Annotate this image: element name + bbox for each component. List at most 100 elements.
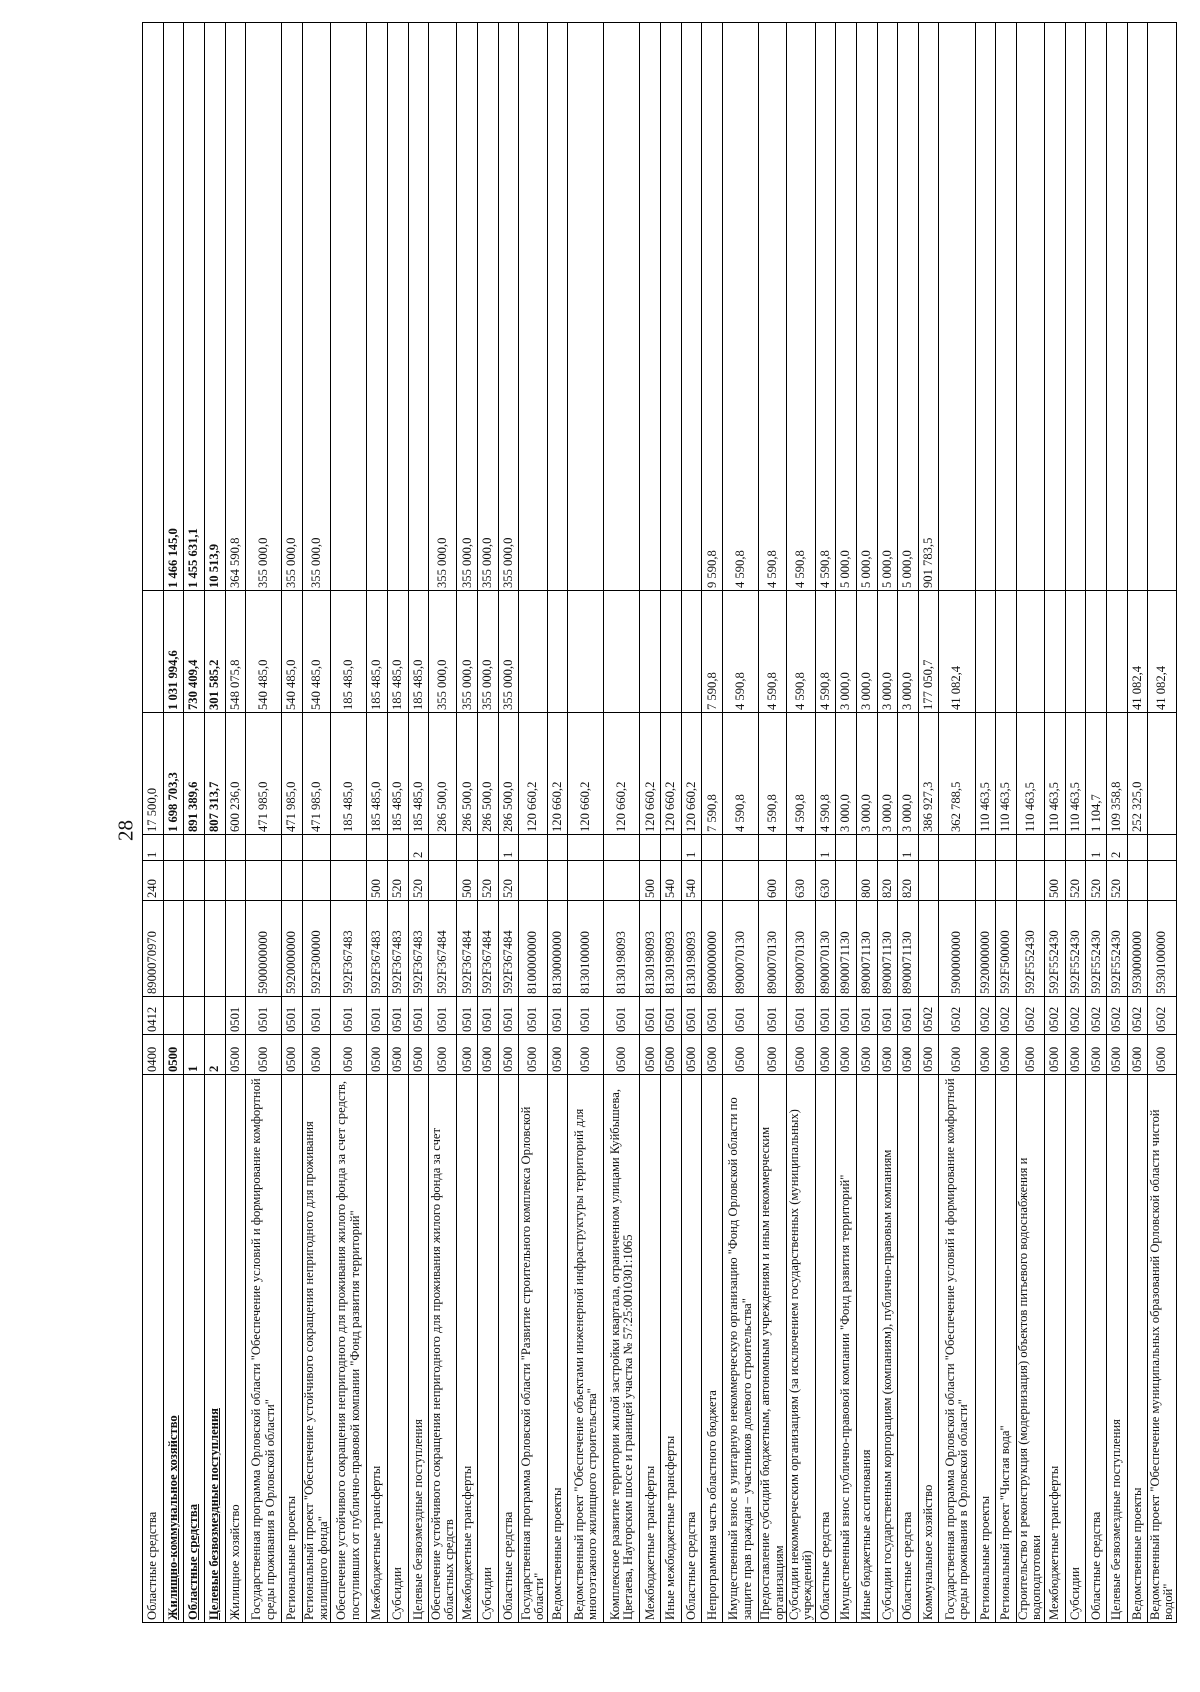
expense-type-code [835, 860, 857, 901]
section-code: 0500 [1127, 1034, 1148, 1075]
amount-year-3: 5 000,0 [897, 22, 919, 591]
funding-source-code [245, 834, 282, 861]
funding-source-code [1065, 834, 1086, 861]
subsection-code: 0502 [1016, 996, 1045, 1035]
expense-type-code: 800 [856, 860, 878, 901]
funding-source-code [856, 834, 878, 861]
subsection-code: 0501 [330, 996, 367, 1035]
section-code: 0500 [1065, 1034, 1086, 1075]
section-code: 0500 [547, 1034, 568, 1075]
subsection-code: 0501 [722, 996, 759, 1035]
amount-year-1: 7 590,8 [701, 712, 723, 835]
funding-source-code: 1 [681, 834, 702, 861]
subsection-code: 0501 [701, 996, 723, 1035]
funding-source-code [1147, 834, 1177, 861]
amount-year-2: 185 485,0 [387, 590, 409, 713]
amount-year-1: 110 463,5 [975, 712, 996, 835]
expense-type-code: 520 [408, 860, 429, 901]
section-code: 0500 [366, 1034, 388, 1075]
target-article-code: 592F367483 [330, 900, 367, 997]
table-row: Ведомственный проект "Обеспечение муници… [1147, 22, 1177, 1623]
amount-year-1: 120 660,2 [639, 712, 661, 835]
section-code: 0500 [302, 1034, 331, 1075]
funding-source-code [204, 834, 225, 861]
row-name: Имущественный взнос публично-правовой ко… [835, 1074, 857, 1623]
amount-year-1: 386 927,3 [918, 712, 939, 835]
funding-source-code: 1 [815, 834, 836, 861]
subsection-code: 0502 [1044, 996, 1066, 1035]
amount-year-2: 730 409,4 [183, 590, 205, 713]
section-code: 0500 [603, 1034, 640, 1075]
amount-year-1: 4 590,8 [815, 712, 836, 835]
row-name: Региональные проекты [281, 1074, 303, 1623]
amount-year-2 [547, 590, 568, 713]
row-name: Ведомственный проект "Обеспечение муници… [1147, 1074, 1177, 1623]
amount-year-1: 120 660,2 [603, 712, 640, 835]
section-code: 0500 [701, 1034, 723, 1075]
amount-year-3 [518, 22, 548, 591]
row-name: Жилищное хозяйство [225, 1074, 246, 1623]
section-code: 0500 [897, 1034, 919, 1075]
amount-year-1: 17 500,0 [142, 712, 164, 835]
expense-type-code: 600 [758, 860, 787, 901]
amount-year-2: 185 485,0 [408, 590, 429, 713]
subsection-code: 0501 [428, 996, 457, 1035]
amount-year-2 [681, 590, 702, 713]
funding-source-code [835, 834, 857, 861]
amount-year-1: 4 590,8 [758, 712, 787, 835]
amount-year-1: 4 590,8 [786, 712, 816, 835]
target-article-code: 5930100000 [1147, 900, 1177, 997]
subsection-code: 0502 [975, 996, 996, 1035]
row-name: Строительство и реконструкция (модерниза… [1016, 1074, 1045, 1623]
section-code: 0500 [518, 1034, 548, 1075]
amount-year-3 [681, 22, 702, 591]
amount-year-1: 1 698 703,3 [163, 712, 184, 835]
subsection-code: 0502 [995, 996, 1017, 1035]
expense-type-code: 520 [387, 860, 409, 901]
subsection-code: 0412 [142, 996, 164, 1035]
amount-year-3 [1106, 22, 1128, 591]
table-row: Предоставление субсидий бюджетным, автон… [758, 22, 787, 1623]
funding-source-code [722, 834, 759, 861]
row-name: Иные бюджетные ассигнования [856, 1074, 878, 1623]
subsection-code [183, 996, 205, 1035]
subsection-code: 0501 [547, 996, 568, 1035]
row-name: Государственная программа Орловской обла… [518, 1074, 548, 1623]
row-name: Государственная программа Орловской обла… [938, 1074, 976, 1623]
amount-year-3: 355 000,0 [245, 22, 282, 591]
expense-type-code [281, 860, 303, 901]
subsection-code: 0501 [897, 996, 919, 1035]
amount-year-2 [660, 590, 682, 713]
row-name: Коммунальное хозяйство [918, 1074, 939, 1623]
amount-year-3 [330, 22, 367, 591]
target-article-code: 5920000000 [281, 900, 303, 997]
target-article-code: 592F500000 [995, 900, 1017, 997]
target-article-code: 8900070130 [815, 900, 836, 997]
funding-source-code [786, 834, 816, 861]
table-row: Комплексное развитие территории жилой за… [603, 22, 640, 1623]
amount-year-2: 4 590,8 [722, 590, 759, 713]
amount-year-1: 471 985,0 [302, 712, 331, 835]
subsection-code: 0501 [815, 996, 836, 1035]
target-article-code: 8900071130 [835, 900, 857, 997]
subsection-code: 0501 [877, 996, 898, 1035]
section-code: 0500 [245, 1034, 282, 1075]
section-code: 0500 [639, 1034, 661, 1075]
section-code: 0500 [1147, 1034, 1177, 1075]
expense-type-code: 630 [786, 860, 816, 901]
amount-year-1: 471 985,0 [245, 712, 282, 835]
target-article-code: 5930000000 [1127, 900, 1148, 997]
expense-type-code [1147, 860, 1177, 901]
expense-type-code: 630 [815, 860, 836, 901]
row-name: Региональный проект "Чистая вода" [995, 1074, 1017, 1623]
expense-type-code [1016, 860, 1045, 901]
table-row: Государственная программа Орловской обла… [245, 22, 282, 1623]
